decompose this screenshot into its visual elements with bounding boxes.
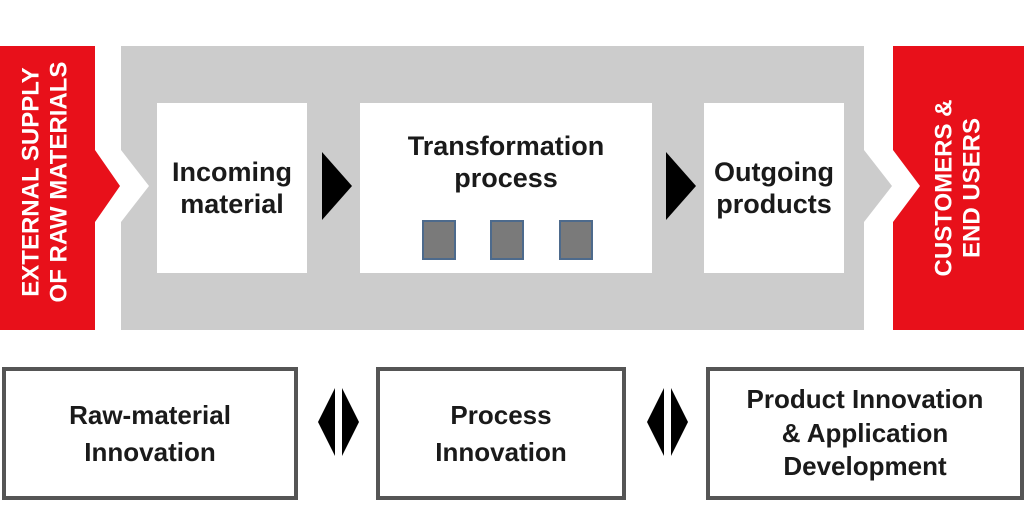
product-innovation-line2: & Application [781,417,949,448]
incoming-line2: material [180,189,284,219]
double-arrow-right-1 [342,388,359,456]
product-innovation-line3: Development [783,451,947,482]
process-innovation-line1: Process [450,400,552,431]
double-arrow-right-2 [671,388,688,456]
transformation-step-2 [490,220,524,260]
raw-material-innovation-box: Raw-material Innovation [2,367,298,500]
arrow-incoming-to-transformation [322,152,352,220]
raw-innovation-line1: Raw-material [69,400,231,431]
outgoing-line2: products [716,189,832,219]
right-banner-shape [893,46,1024,330]
left-banner-line1: EXTERNAL SUPPLY [17,67,45,297]
transformation-step-3 [559,220,593,260]
incoming-material-label: Incoming material [157,103,307,273]
transformation-step-1 [422,220,456,260]
double-arrow-left-1 [318,388,335,456]
transformation-process-label: Transformation process [360,122,652,202]
right-banner-line1: CUSTOMERS & [930,99,958,277]
arrow-transformation-to-outgoing [666,152,696,220]
left-banner-shape [0,46,120,330]
left-banner-label: EXTERNAL SUPPLY OF RAW MATERIALS [18,40,78,325]
left-banner-line2: OF RAW MATERIALS [45,61,73,303]
outgoing-products-box [704,103,844,273]
right-banner-line2: END USERS [958,117,986,259]
outgoing-products-label: Outgoing products [704,103,844,273]
process-innovation-line2: Innovation [435,436,567,467]
transformation-line2: process [454,163,558,193]
incoming-line1: Incoming [172,156,292,187]
double-arrow-left-2 [647,388,664,456]
transformation-line1: Transformation [407,130,605,161]
process-innovation-box: Process Innovation [376,367,626,500]
raw-innovation-line2: Innovation [84,436,216,467]
incoming-material-box [157,103,307,273]
product-innovation-line1: Product Innovation [746,383,984,414]
outgoing-line1: Outgoing [714,156,834,187]
right-banner-label: CUSTOMERS & END USERS [931,46,991,331]
product-innovation-box: Product Innovation & Application Develop… [706,367,1024,500]
